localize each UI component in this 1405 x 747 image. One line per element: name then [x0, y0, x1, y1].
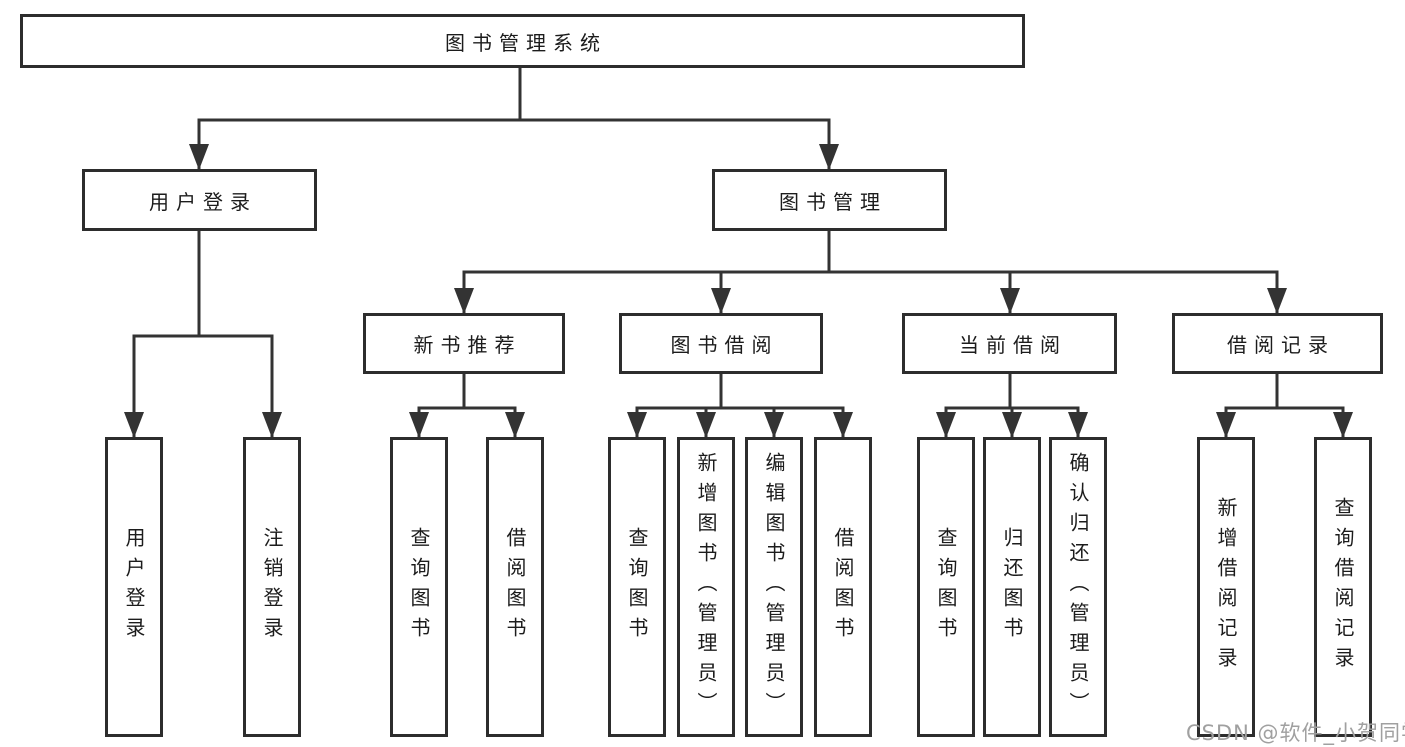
leaf-borrow-edit-books-admin: 编辑图书（管理员）: [745, 437, 803, 737]
leaf-logout-label: 注销登录: [260, 527, 284, 647]
leaf-newrec-borrow-books: 借阅图书: [486, 437, 544, 737]
leaf-records-add-record-label: 新增借阅记录: [1214, 497, 1238, 677]
leaf-logout: 注销登录: [243, 437, 301, 737]
node-borrowing-records: 借阅记录: [1172, 313, 1383, 374]
node-book-management: 图书管理: [712, 169, 947, 231]
leaf-current-query-books: 查询图书: [917, 437, 975, 737]
leaf-records-query-record: 查询借阅记录: [1314, 437, 1372, 737]
watermark: CSDN @软件_小贺同学: [1186, 721, 1405, 745]
leaf-borrow-edit-books-admin-label: 编辑图书（管理员）: [762, 452, 786, 722]
leaf-user-login-label: 用户登录: [122, 527, 146, 647]
leaf-current-return-books: 归还图书: [983, 437, 1041, 737]
leaf-current-confirm-return-admin: 确认归还（管理员）: [1049, 437, 1107, 737]
leaf-current-confirm-return-admin-label: 确认归还（管理员）: [1066, 452, 1090, 722]
leaf-borrow-query-books: 查询图书: [608, 437, 666, 737]
leaf-newrec-query-books: 查询图书: [390, 437, 448, 737]
node-new-book-recommend: 新书推荐: [363, 313, 565, 374]
node-system-root: 图书管理系统: [20, 14, 1025, 68]
leaf-borrow-borrow-books: 借阅图书: [814, 437, 872, 737]
leaf-records-add-record: 新增借阅记录: [1197, 437, 1255, 737]
node-book-borrowing: 图书借阅: [619, 313, 823, 374]
leaf-user-login: 用户登录: [105, 437, 163, 737]
node-current-borrowing: 当前借阅: [902, 313, 1117, 374]
leaf-borrow-add-books-admin: 新增图书（管理员）: [677, 437, 735, 737]
node-user-login: 用户登录: [82, 169, 317, 231]
leaf-borrow-borrow-books-label: 借阅图书: [831, 527, 855, 647]
leaf-current-query-books-label: 查询图书: [934, 527, 958, 647]
leaf-borrow-add-books-admin-label: 新增图书（管理员）: [694, 452, 718, 722]
leaf-borrow-query-books-label: 查询图书: [625, 527, 649, 647]
leaf-current-return-books-label: 归还图书: [1000, 527, 1024, 647]
leaf-records-query-record-label: 查询借阅记录: [1331, 497, 1355, 677]
leaf-newrec-query-books-label: 查询图书: [407, 527, 431, 647]
leaf-newrec-borrow-books-label: 借阅图书: [503, 527, 527, 647]
